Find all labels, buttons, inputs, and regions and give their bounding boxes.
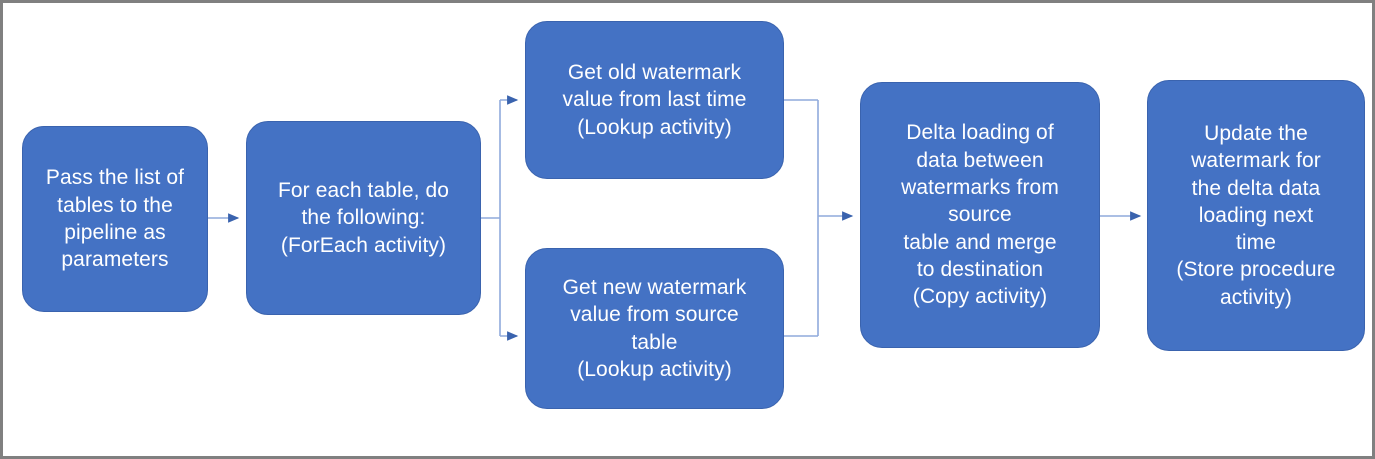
node-delta-load-label: Delta loading of data between watermarks… bbox=[901, 121, 1059, 309]
node-pass-tables-label: Pass the list of tables to the pipeline … bbox=[45, 166, 185, 272]
node-update-watermark[interactable]: Update the watermark for the delta data … bbox=[1147, 80, 1365, 351]
node-pass-tables[interactable]: Pass the list of tables to the pipeline … bbox=[22, 126, 208, 312]
node-new-watermark-label: Get new watermark value from source tabl… bbox=[562, 275, 747, 381]
node-old-watermark-label: Get old watermark value from last time (… bbox=[562, 61, 747, 139]
node-foreach[interactable]: For each table, do the following: (ForEa… bbox=[246, 121, 481, 315]
node-update-watermark-label: Update the watermark for the delta data … bbox=[1176, 121, 1336, 309]
node-old-watermark[interactable]: Get old watermark value from last time (… bbox=[525, 21, 784, 179]
node-delta-load[interactable]: Delta loading of data between watermarks… bbox=[860, 82, 1100, 348]
connector-lookups-to-delta bbox=[784, 99, 854, 337]
node-new-watermark[interactable]: Get new watermark value from source tabl… bbox=[525, 248, 784, 409]
connector-foreach-branch bbox=[481, 95, 519, 341]
node-foreach-label: For each table, do the following: (ForEa… bbox=[277, 179, 450, 257]
